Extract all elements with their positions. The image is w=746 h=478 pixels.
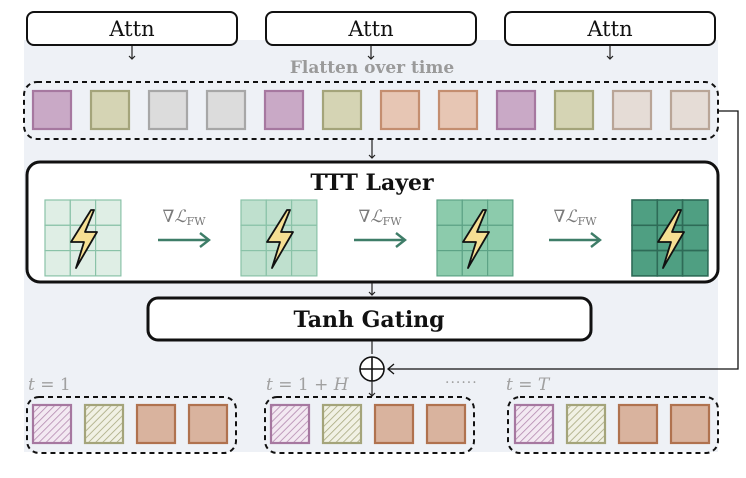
output-token-olive-hatched <box>321 403 363 445</box>
attn-label-2: Attn <box>347 17 393 41</box>
gradient-step: ∇ℒFW <box>158 207 211 248</box>
gradient-step: ∇ℒFW <box>549 207 602 248</box>
gradient-arrowhead <box>590 232 602 248</box>
token-peach <box>437 89 479 131</box>
fast-weight-grid <box>240 199 318 277</box>
output-token-brown <box>669 403 711 445</box>
residual-add-icon <box>359 356 385 382</box>
gradient-step: ∇ℒFW <box>354 207 407 248</box>
lightning-icon <box>657 209 685 269</box>
ttt-layer-box <box>25 160 720 284</box>
gradient-label: ∇ℒFW <box>358 207 402 228</box>
time-label-t1H: t = 1 + H <box>266 375 350 395</box>
attn-block-2: Attn <box>265 11 477 46</box>
output-token-groups <box>31 403 711 445</box>
lightning-icon <box>266 209 294 269</box>
gradient-label: ∇ℒFW <box>162 207 206 228</box>
gradient-arrowhead <box>395 232 407 248</box>
skip-connection-arrowhead <box>386 363 395 375</box>
token-olive <box>321 89 363 131</box>
token-olive <box>89 89 131 131</box>
token-purple <box>263 89 305 131</box>
token-olive <box>553 89 595 131</box>
flattened-token-row <box>31 89 711 131</box>
output-token-brown <box>425 403 467 445</box>
fast-weight-grid <box>631 199 709 277</box>
tanh-gating-box <box>146 296 593 342</box>
attn-label-3: Attn <box>586 17 632 41</box>
attn-label-1: Attn <box>108 17 154 41</box>
output-token-purple-hatched <box>513 403 555 445</box>
token-gray <box>147 89 189 131</box>
lightning-icon <box>70 209 98 269</box>
token-peach <box>379 89 421 131</box>
attn-block-3: Attn <box>504 11 716 46</box>
gradient-label: ∇ℒFW <box>553 207 597 228</box>
fast-weight-grid <box>436 199 514 277</box>
token-purple <box>495 89 537 131</box>
output-token-purple-hatched <box>269 403 311 445</box>
fast-weight-grid <box>44 199 122 277</box>
weight-grids <box>44 199 709 277</box>
lightning-icon <box>462 209 490 269</box>
time-label-tT: t = T <box>506 375 551 395</box>
token-gray <box>205 89 247 131</box>
token-beige <box>669 89 711 131</box>
output-token-brown <box>617 403 659 445</box>
output-group-2-box <box>264 396 475 454</box>
token-purple <box>31 89 73 131</box>
time-ellipsis: ······ <box>445 375 478 391</box>
output-token-purple-hatched <box>31 403 73 445</box>
output-token-brown <box>187 403 229 445</box>
tanh-gating-label: Tanh Gating <box>293 307 444 333</box>
skip-connection-line <box>389 110 739 370</box>
output-token-brown <box>135 403 177 445</box>
output-group-3-box <box>507 396 719 454</box>
output-token-olive-hatched <box>565 403 607 445</box>
output-token-brown <box>373 403 415 445</box>
token-beige <box>611 89 653 131</box>
ttt-layer-title: TTT Layer <box>310 170 434 196</box>
flatten-label: Flatten over time <box>290 58 455 78</box>
time-label-t1: t = 1 <box>28 375 71 395</box>
output-group-1-box <box>26 396 237 454</box>
gradient-arrowhead <box>199 232 211 248</box>
output-token-olive-hatched <box>83 403 125 445</box>
gradient-steps: ∇ℒFW ∇ℒFW ∇ℒFW <box>158 207 602 248</box>
attn-block-1: Attn <box>26 11 238 46</box>
